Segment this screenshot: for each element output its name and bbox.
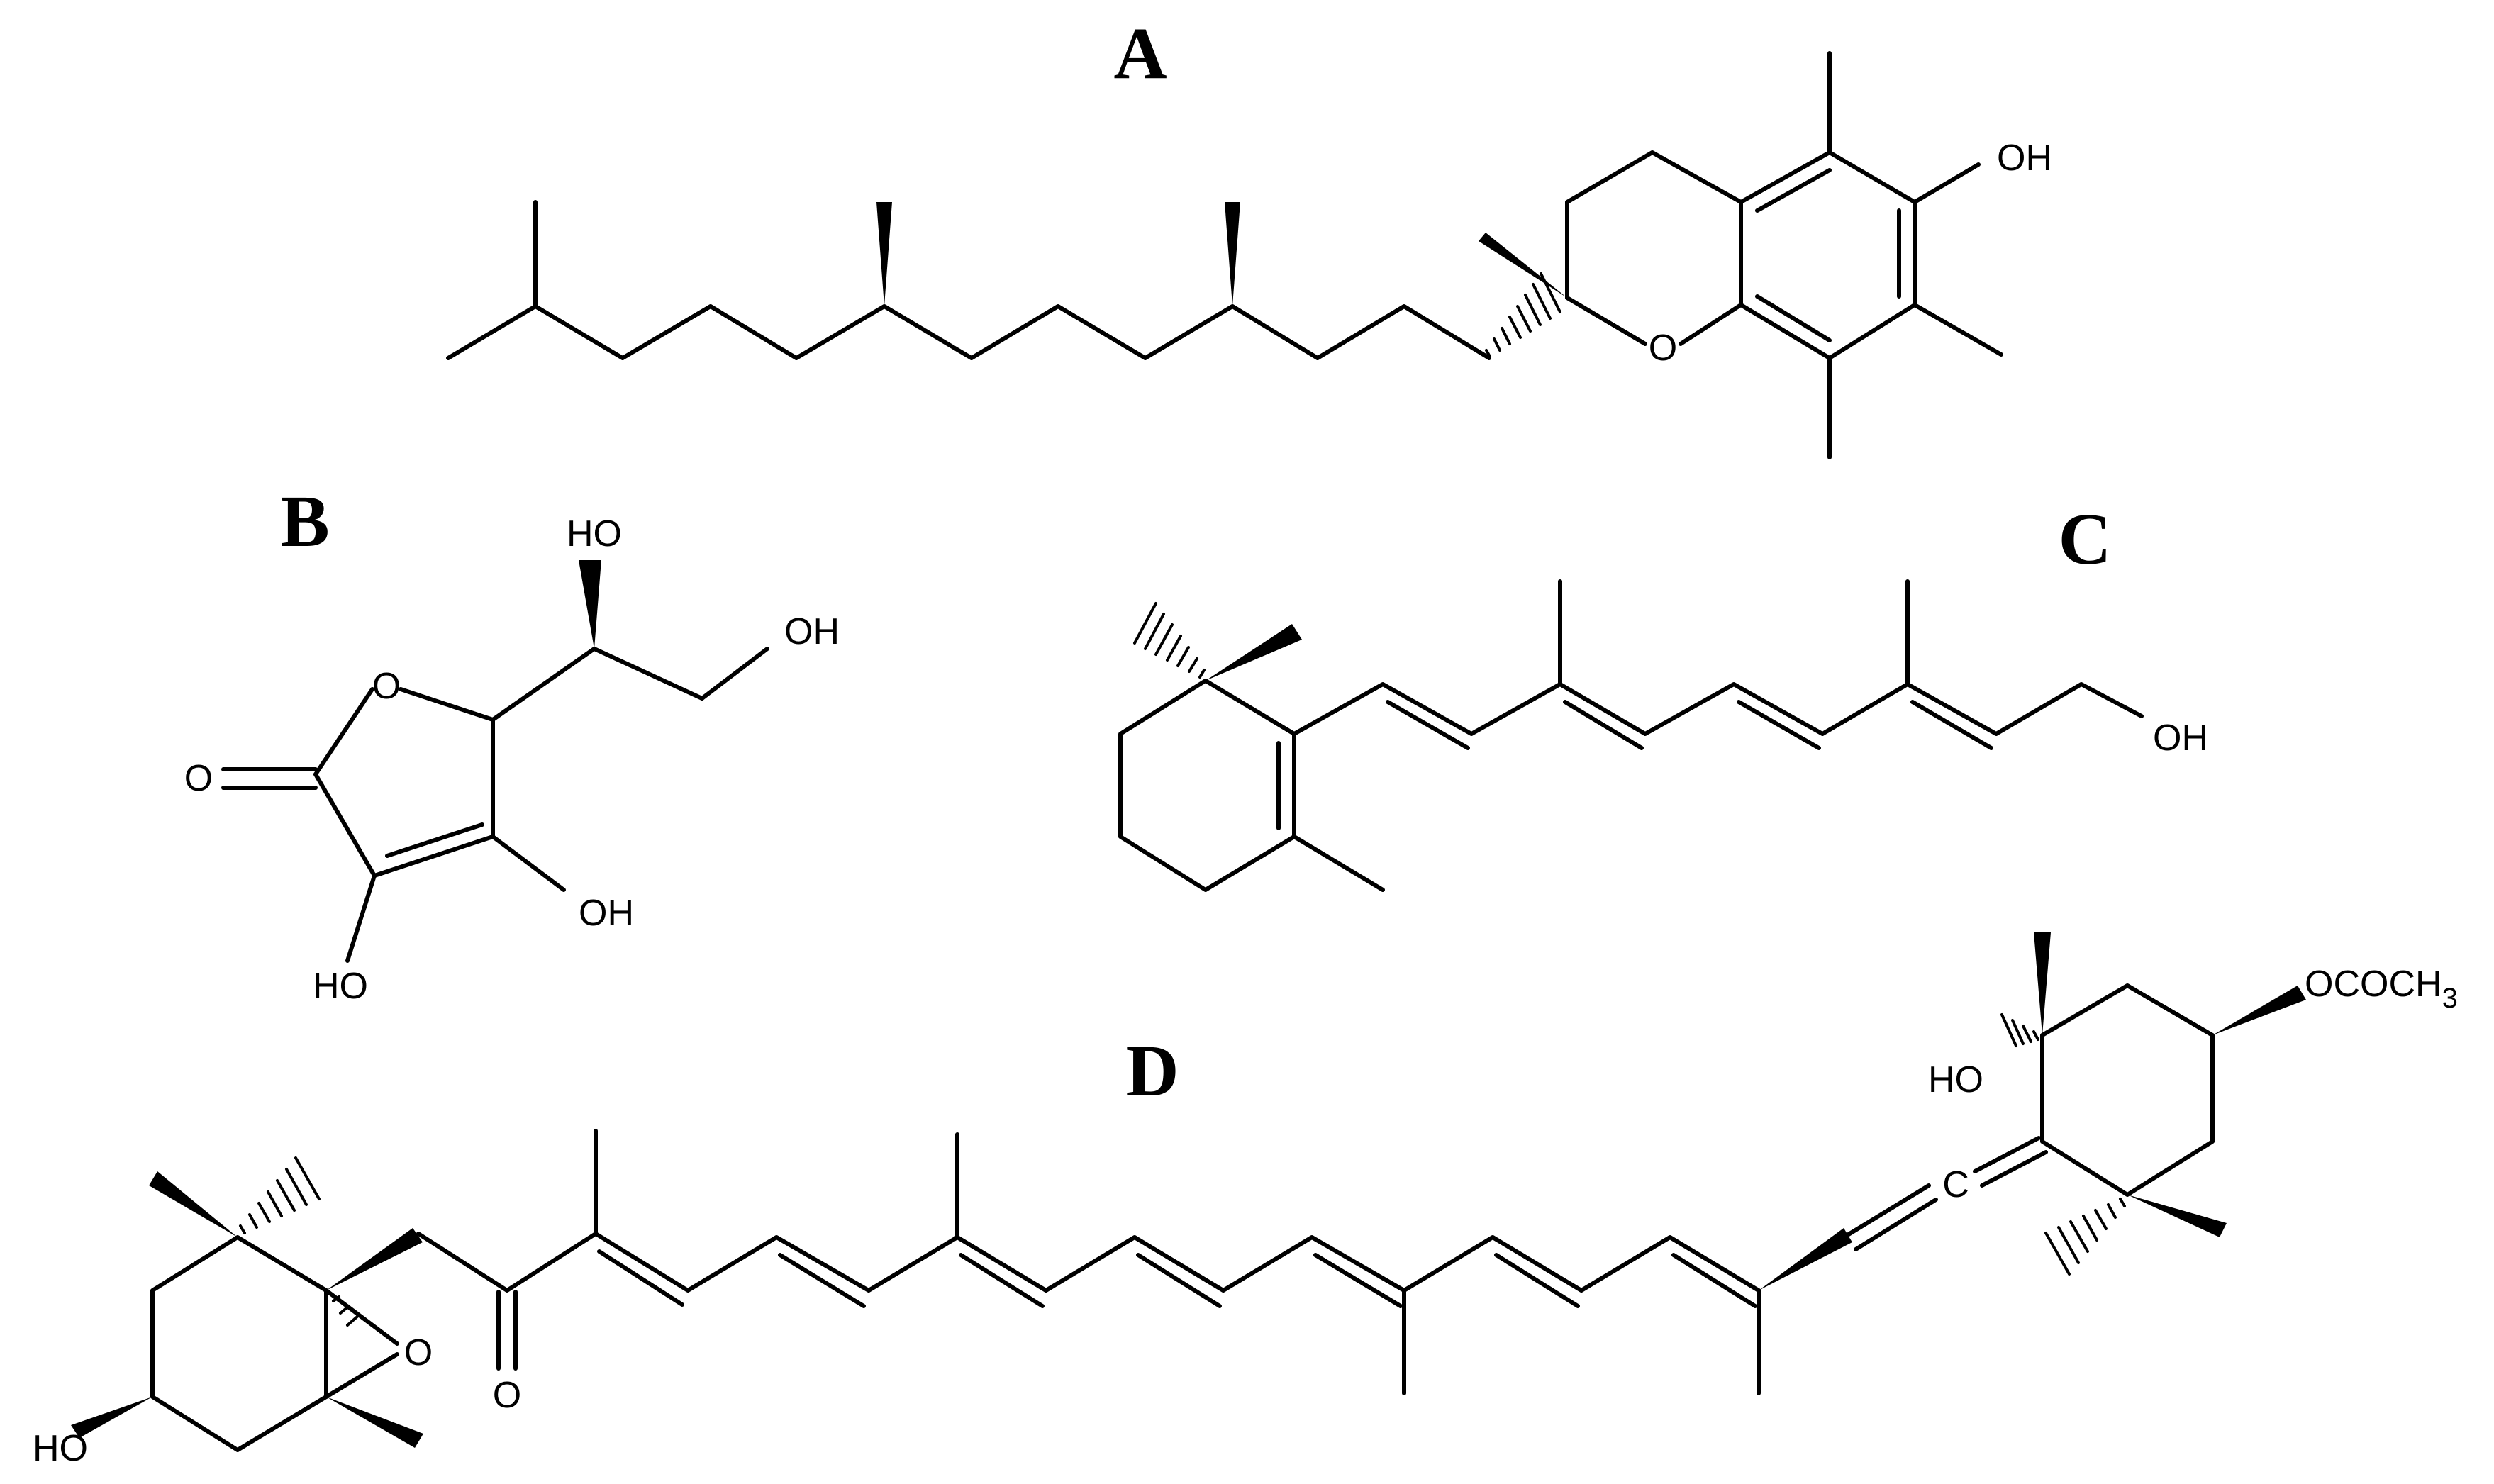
atom-label-ococh3: OCOCH3 [2305, 964, 2458, 1014]
stereo-wedge [1479, 233, 1567, 298]
stereo-hash-bond [2044, 1198, 2126, 1276]
atom-label-oh-right: OH [784, 611, 840, 652]
panel-letter-b: B [280, 481, 329, 562]
panel-letter-c: C [2058, 498, 2111, 580]
atom-label-oh: OH [2153, 718, 2208, 759]
stereo-wedge [326, 1228, 423, 1290]
stereo-wedge [149, 1171, 238, 1237]
ococh3-main: OCOCH [2305, 964, 2442, 1005]
atom-label-ring-oxygen: O [1649, 328, 1677, 369]
stereo-hash-bond [1133, 602, 1206, 679]
structure-d-right-ring [2000, 932, 2306, 1276]
structure-a: OH O [446, 51, 2052, 459]
structure-d-polyene-chain [416, 1129, 2048, 1395]
atom-label-ho-bottom: HO [313, 966, 368, 1007]
structure-d-left-ring [71, 1156, 423, 1452]
stereo-wedge [71, 1397, 152, 1438]
stereo-wedge [1206, 624, 1302, 681]
structure-b: HO OH O O OH HO [184, 513, 840, 1007]
structure-a-side-chain [446, 200, 1491, 360]
panel-letter-d: D [1125, 1030, 1179, 1112]
atom-label-ring-oxygen: O [372, 666, 401, 707]
atom-label-ho-top: HO [567, 513, 622, 554]
panel-letter-a: A [1113, 13, 1167, 94]
atom-label-oh: OH [1997, 138, 2052, 179]
atom-label-allene-carbon: C [1942, 1164, 1969, 1205]
stereo-wedge [1759, 1228, 1852, 1290]
stereo-wedge [2212, 986, 2306, 1035]
stereo-hash-bond [332, 1295, 360, 1327]
stereo-wedge [1225, 202, 1240, 306]
ococh3-subscript: 3 [2442, 983, 2458, 1014]
atom-label-epoxide-oxygen: O [404, 1332, 433, 1373]
structure-c-bonds [1118, 579, 2144, 892]
stereo-wedge [2127, 1195, 2227, 1237]
atom-label-ho-left: HO [33, 1428, 88, 1469]
structure-b-bonds [221, 560, 769, 963]
stereo-hash-bond [239, 1156, 321, 1234]
atom-label-oh-lower-right: OH [579, 893, 634, 934]
atom-label-keto-oxygen: O [493, 1375, 521, 1416]
stereo-hash-bond [2000, 1013, 2039, 1047]
atom-label-keto-oxygen: O [184, 758, 213, 799]
structure-d: HO O O C HO OCOCH3 [33, 932, 2458, 1469]
stereo-wedge [326, 1397, 423, 1448]
structure-c: OH [1118, 579, 2208, 892]
stereo-wedge [2034, 932, 2051, 1035]
atom-label-ho-right: HO [1928, 1059, 1983, 1100]
stereo-wedge [876, 202, 892, 306]
structure-a-chroman-ring [1479, 51, 2003, 459]
stereo-wedge [579, 560, 601, 649]
